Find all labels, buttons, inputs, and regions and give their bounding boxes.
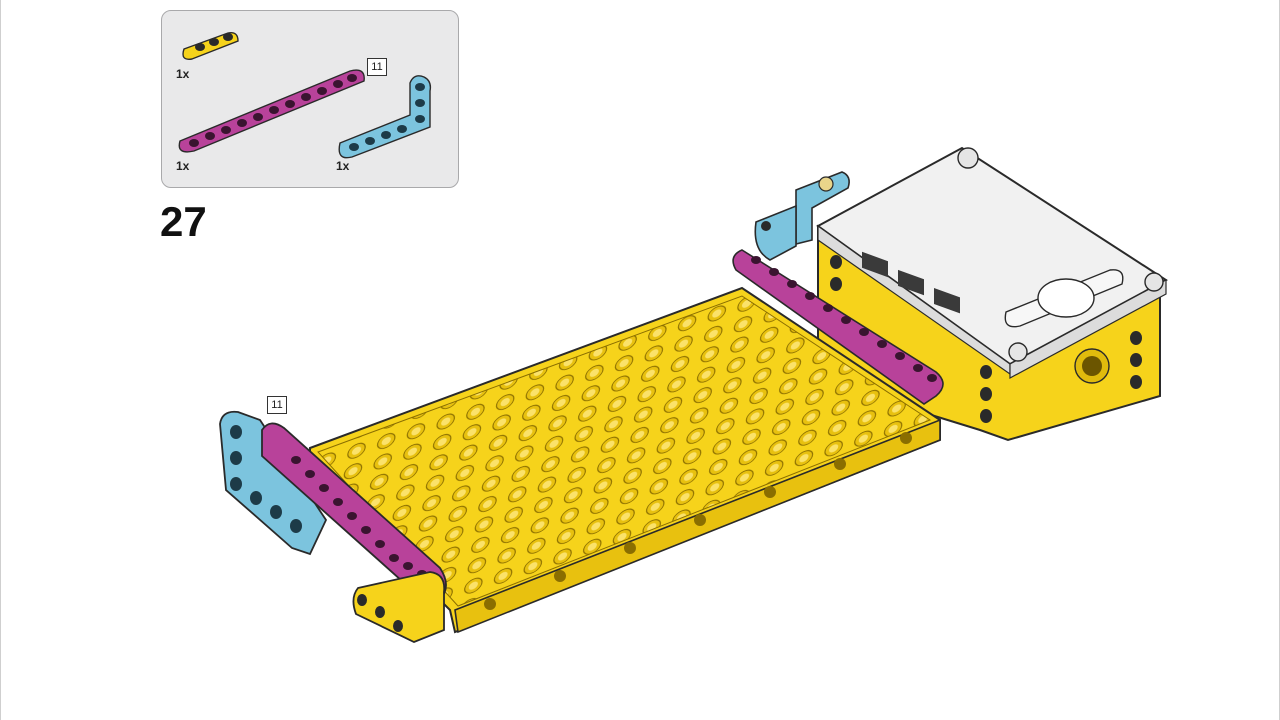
hub-center-button — [1004, 269, 1124, 328]
blue-axle-connector — [754, 171, 850, 261]
part-yellow-3-beam — [182, 31, 239, 60]
parts-list-illustration — [178, 31, 432, 159]
yellow-3-beam-front — [352, 571, 446, 643]
parts-list-panel: 1x 1x 1x 11 — [161, 10, 459, 188]
spike-hub — [816, 146, 1168, 442]
part-magenta-11-beam — [178, 69, 365, 153]
quantity-yellow-beam: 1x — [176, 67, 190, 81]
yellow-base-plate — [309, 286, 941, 634]
beam-length-badge: 11 — [367, 58, 387, 76]
hub-ports — [862, 251, 960, 314]
magenta-beam-back — [732, 249, 944, 405]
callout-length-badge: 11 — [267, 396, 287, 414]
hub-speaker-grille — [1074, 348, 1110, 384]
quantity-magenta-beam: 1x — [176, 159, 190, 173]
quantity-blue-angular-beam: 1x — [336, 159, 350, 173]
step-number: 27 — [160, 198, 207, 245]
part-light-blue-angular-beam — [338, 75, 432, 159]
blue-angular-beam-front — [219, 410, 328, 556]
